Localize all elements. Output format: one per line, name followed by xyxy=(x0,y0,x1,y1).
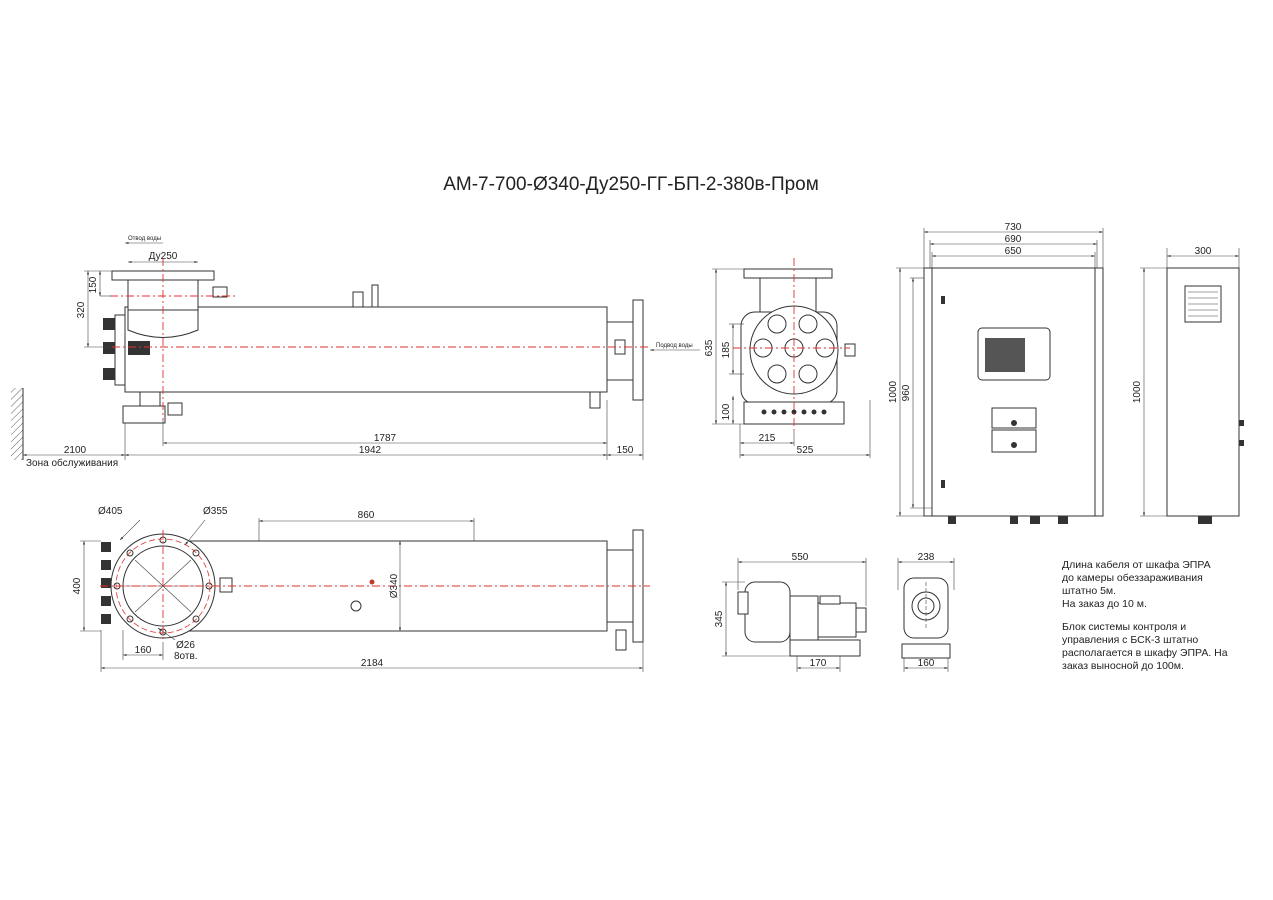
outlet-label: Отвод воды xyxy=(128,236,161,242)
lamp-connector xyxy=(103,318,115,330)
lamp-socket xyxy=(798,364,818,384)
note-cable-1: Длина кабеля от шкафа ЭПРА xyxy=(1062,559,1211,571)
inlet-flange xyxy=(632,299,644,401)
cabinet-side-view: 300 1000 xyxy=(1132,246,1244,524)
top-fitting xyxy=(352,291,364,308)
pump-side-view: 345 550 170 xyxy=(714,552,867,672)
note-cable-3: штатно 5м. xyxy=(1062,585,1116,597)
dim-320: 320 xyxy=(76,301,87,318)
dim-1942: 1942 xyxy=(359,445,382,456)
lamp-socket xyxy=(767,314,787,334)
pump-housing xyxy=(744,581,791,643)
note-control-3: располагается в шкафу ЭПРА. На xyxy=(1062,647,1228,659)
dim-525: 525 xyxy=(797,445,814,456)
dim-160-pump: 160 xyxy=(918,658,935,669)
cabinet-front-view: 730 690 650 1000 960 xyxy=(888,222,1104,524)
nameplate xyxy=(128,341,150,355)
lamp-connector xyxy=(103,342,115,354)
note-cable-2: до камеры обеззараживания xyxy=(1062,572,1203,584)
pump-base xyxy=(789,639,861,657)
dim-345: 345 xyxy=(714,610,725,627)
service-zone-label: Зона обслуживания xyxy=(26,457,118,469)
dim-170: 170 xyxy=(810,658,827,669)
lamp-connector xyxy=(103,368,115,380)
note-control-1: Блок системы контроля и xyxy=(1062,621,1186,633)
dim-d340: Ø340 xyxy=(389,573,400,598)
lamp-socket xyxy=(767,364,787,384)
dim-730: 730 xyxy=(1005,222,1022,233)
dim-650: 650 xyxy=(1005,246,1022,257)
support-foot xyxy=(122,405,166,424)
dim-d405: Ø405 xyxy=(98,506,123,517)
dim-300: 300 xyxy=(1195,246,1212,257)
wall-hatch xyxy=(11,388,23,460)
dim-960: 960 xyxy=(901,384,912,401)
note-control-4: заказ выносной до 100м. xyxy=(1062,660,1184,672)
dim-860: 860 xyxy=(358,510,375,521)
dim-100: 100 xyxy=(721,403,732,420)
dim-1787: 1787 xyxy=(374,433,397,444)
dim-150-right: 150 xyxy=(617,445,634,456)
note-control-2: управления с БСК-3 штатно xyxy=(1062,634,1198,646)
end-view: 635 185 100 215 525 xyxy=(704,258,871,458)
cabinet-body xyxy=(931,267,1096,517)
dim-2184: 2184 xyxy=(361,658,384,669)
dim-238: 238 xyxy=(918,552,935,563)
control-panel xyxy=(991,407,1037,429)
dim-150: 150 xyxy=(88,276,99,293)
dim-400: 400 xyxy=(72,577,83,594)
dim-d26: Ø26 xyxy=(176,640,195,651)
dim-185: 185 xyxy=(721,341,732,358)
dim-d355: Ø355 xyxy=(203,506,228,517)
pump-front-view: 238 160 xyxy=(897,552,955,672)
holes-label: 8отв. xyxy=(174,651,198,662)
pump-front-base xyxy=(901,643,951,659)
dim-1000-front: 1000 xyxy=(888,380,899,403)
dn-label: Ду250 xyxy=(149,251,178,262)
dim-690: 690 xyxy=(1005,234,1022,245)
dim-550: 550 xyxy=(792,552,809,563)
pump-motor xyxy=(817,602,857,638)
dim-160-top: 160 xyxy=(135,645,152,656)
dim-215: 215 xyxy=(759,433,776,444)
inlet-label: Подвод воды xyxy=(656,343,693,349)
drawing-title: АМ-7-700-Ø340-Ду250-ГГ-БП-2-380в-Пром xyxy=(443,174,819,195)
note-cable-4: На заказ до 10 м. xyxy=(1062,598,1147,610)
dim-2100: 2100 xyxy=(64,445,87,456)
lamp-socket xyxy=(798,314,818,334)
notes: Длина кабеля от шкафа ЭПРА до камеры обе… xyxy=(1062,559,1228,672)
dim-635: 635 xyxy=(704,339,715,356)
end-flange-top xyxy=(743,268,833,279)
top-view: Ø405 Ø355 860 400 Ø340 Ø26 8отв. 160 218… xyxy=(72,506,650,672)
uv-chamber-body xyxy=(124,306,608,393)
dim-1000-side: 1000 xyxy=(1132,380,1143,403)
side-view: Отвод воды Подвод воды Ду250 150 320 178… xyxy=(11,236,700,469)
